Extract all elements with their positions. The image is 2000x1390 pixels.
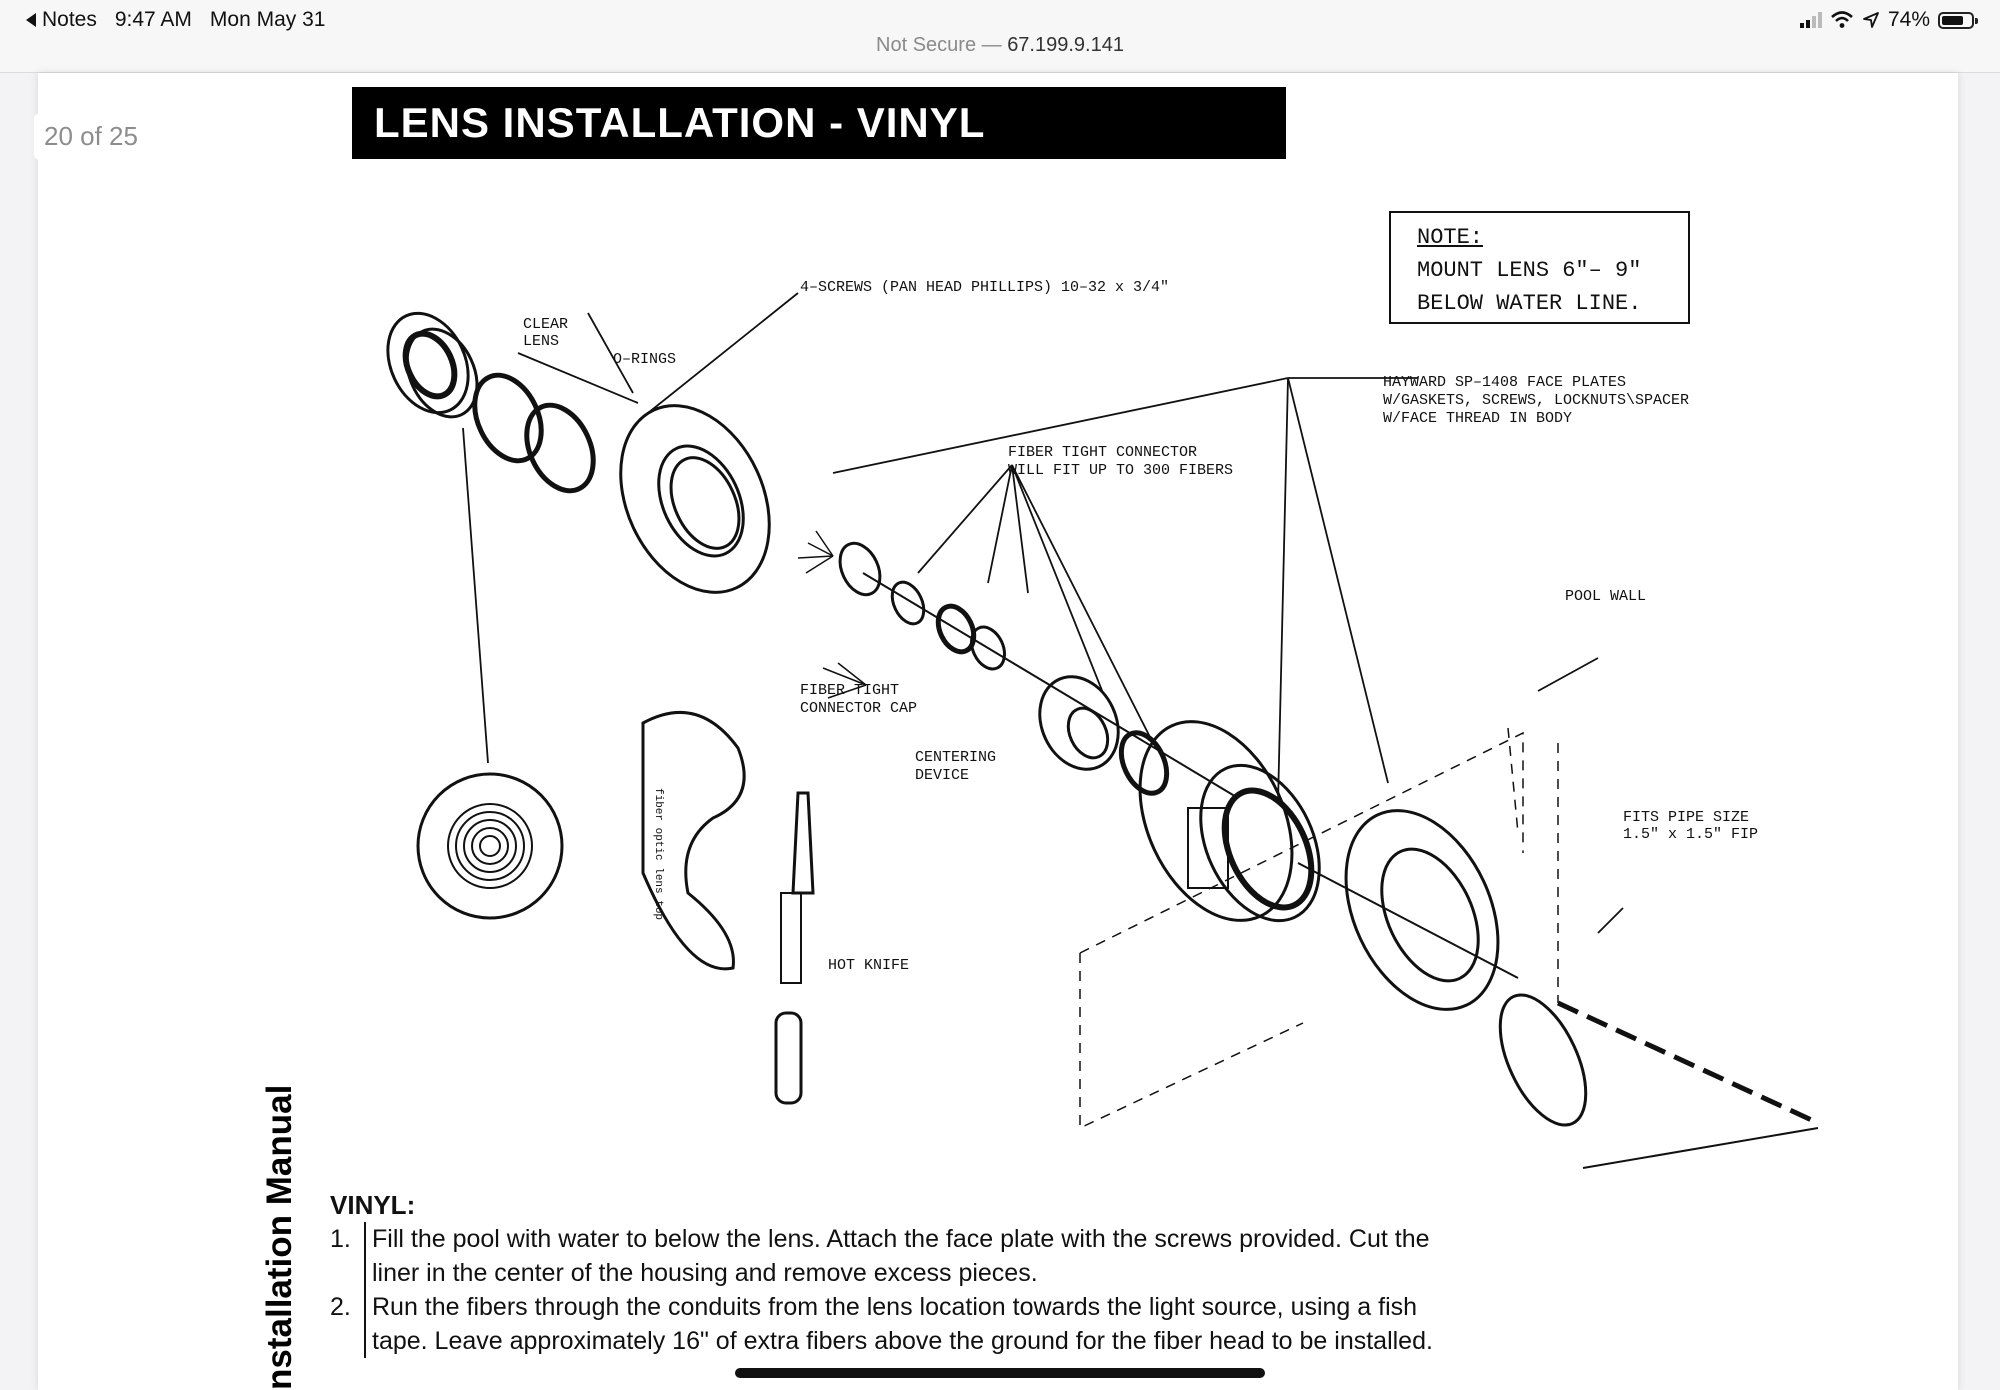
pool-wall-outline: [1079, 727, 1559, 1130]
label-fiber-connector-2: WILL FIT UP TO 300 FIBERS: [1008, 462, 1233, 479]
note-line-1: MOUNT LENS 6"– 9": [1417, 258, 1642, 283]
step-text: Fill the pool with water to below the le…: [364, 1222, 1460, 1290]
step-item: 1. Fill the pool with water to below the…: [330, 1222, 1460, 1290]
status-bar-right: 74%: [1799, 8, 1978, 32]
step-number: 2.: [330, 1293, 351, 1321]
status-date: Mon May 31: [209, 8, 326, 31]
note-line-2: BELOW WATER LINE.: [1417, 291, 1642, 316]
back-arrow-icon: [26, 13, 36, 27]
label-o-rings: O–RINGS: [613, 351, 676, 368]
rear-face-plate-part: [1344, 809, 1500, 1011]
url-security: Not Secure —: [876, 34, 1002, 56]
label-clear-lens-2: LENS: [523, 333, 559, 350]
label-hayward-3: W/FACE THREAD IN BODY: [1383, 410, 1572, 427]
label-fiber-connector-1: FIBER TIGHT CONNECTOR: [1008, 444, 1197, 461]
face-plate-part: [619, 404, 771, 594]
pipe-rod: [1297, 862, 1519, 979]
cellular-signal-icon: [1799, 12, 1822, 28]
label-hayward-2: W/GASKETS, SCREWS, LOCKNUTS\SPACER: [1383, 392, 1689, 409]
document-title: LENS INSTALLATION - VINYL: [352, 87, 1286, 159]
status-time: 9:47 AM: [114, 8, 192, 31]
note-box: NOTE: MOUNT LENS 6"– 9" BELOW WATER LINE…: [1389, 211, 1690, 324]
leader-lines: [462, 292, 1624, 934]
step-number: 1.: [330, 1225, 351, 1253]
location-arrow-icon: [1863, 12, 1879, 28]
battery-level: [1942, 15, 1963, 25]
back-to-app-button[interactable]: Notes: [26, 8, 97, 32]
o-ring-2: [524, 402, 596, 494]
label-pipe-2: 1.5" x 1.5" FIP: [1623, 826, 1758, 843]
section-heading: VINYL:: [330, 1190, 416, 1220]
note-heading: NOTE:: [1417, 225, 1484, 250]
wifi-icon: [1831, 11, 1853, 28]
label-hayward-1: HAYWARD SP–1408 FACE PLATES: [1383, 374, 1626, 391]
o-ring-1: [472, 372, 544, 464]
lens-front-view: [416, 772, 564, 920]
battery-percent: 74%: [1887, 8, 1930, 31]
label-template-text: fiber optic lens top: [652, 788, 664, 920]
label-fiber-cap-2: CONNECTOR CAP: [800, 700, 917, 717]
step-text: Run the fibers through the conduits from…: [364, 1290, 1460, 1358]
address-bar[interactable]: Not Secure — 67.199.9.141: [0, 34, 2000, 57]
clear-lens-part: [386, 311, 479, 419]
fiber-connector-part: [838, 541, 1239, 799]
exploded-diagram: CLEAR LENS O–RINGS 4–SCREWS (PAN HEAD PH…: [386, 279, 1820, 1169]
label-hot-knife: HOT KNIFE: [828, 957, 909, 974]
label-pool-wall: POOL WALL: [1565, 588, 1646, 605]
hot-knife-tool: [774, 791, 815, 1105]
fiber-strands: [797, 530, 867, 699]
document-page[interactable]: LENS INSTALLATION - VINYL NOTE: MOUNT LE…: [38, 73, 1958, 1390]
cutting-template: [641, 710, 746, 971]
status-bar: Notes 9:47 AM Mon May 31 Not Secure — 67…: [0, 0, 2000, 73]
url-host: 67.199.9.141: [1007, 34, 1124, 56]
battery-icon: [1938, 11, 1978, 29]
instructions: VINYL: 1. Fill the pool with water to be…: [330, 1188, 1460, 1358]
label-centering-1: CENTERING: [915, 749, 996, 766]
page-counter: 20 of 25: [34, 113, 148, 160]
centering-device-part: [1038, 675, 1170, 796]
step-item: 2. Run the fibers through the conduits f…: [330, 1290, 1460, 1358]
back-label: Notes: [42, 8, 97, 31]
battery-cap: [1975, 17, 1978, 24]
pipe-part: [1498, 993, 1820, 1169]
label-screws: 4–SCREWS (PAN HEAD PHILLIPS) 10–32 x 3/4…: [800, 279, 1169, 296]
manual-side-title: nstallation Manual: [260, 1084, 299, 1390]
status-bar-left: Notes 9:47 AM Mon May 31: [26, 8, 325, 32]
home-indicator[interactable]: [735, 1368, 1265, 1378]
label-fiber-cap-1: FIBER TIGHT: [800, 682, 899, 699]
label-centering-2: DEVICE: [915, 767, 969, 784]
label-pipe-1: FITS PIPE SIZE: [1623, 809, 1749, 826]
label-clear-lens-1: CLEAR: [523, 316, 568, 333]
